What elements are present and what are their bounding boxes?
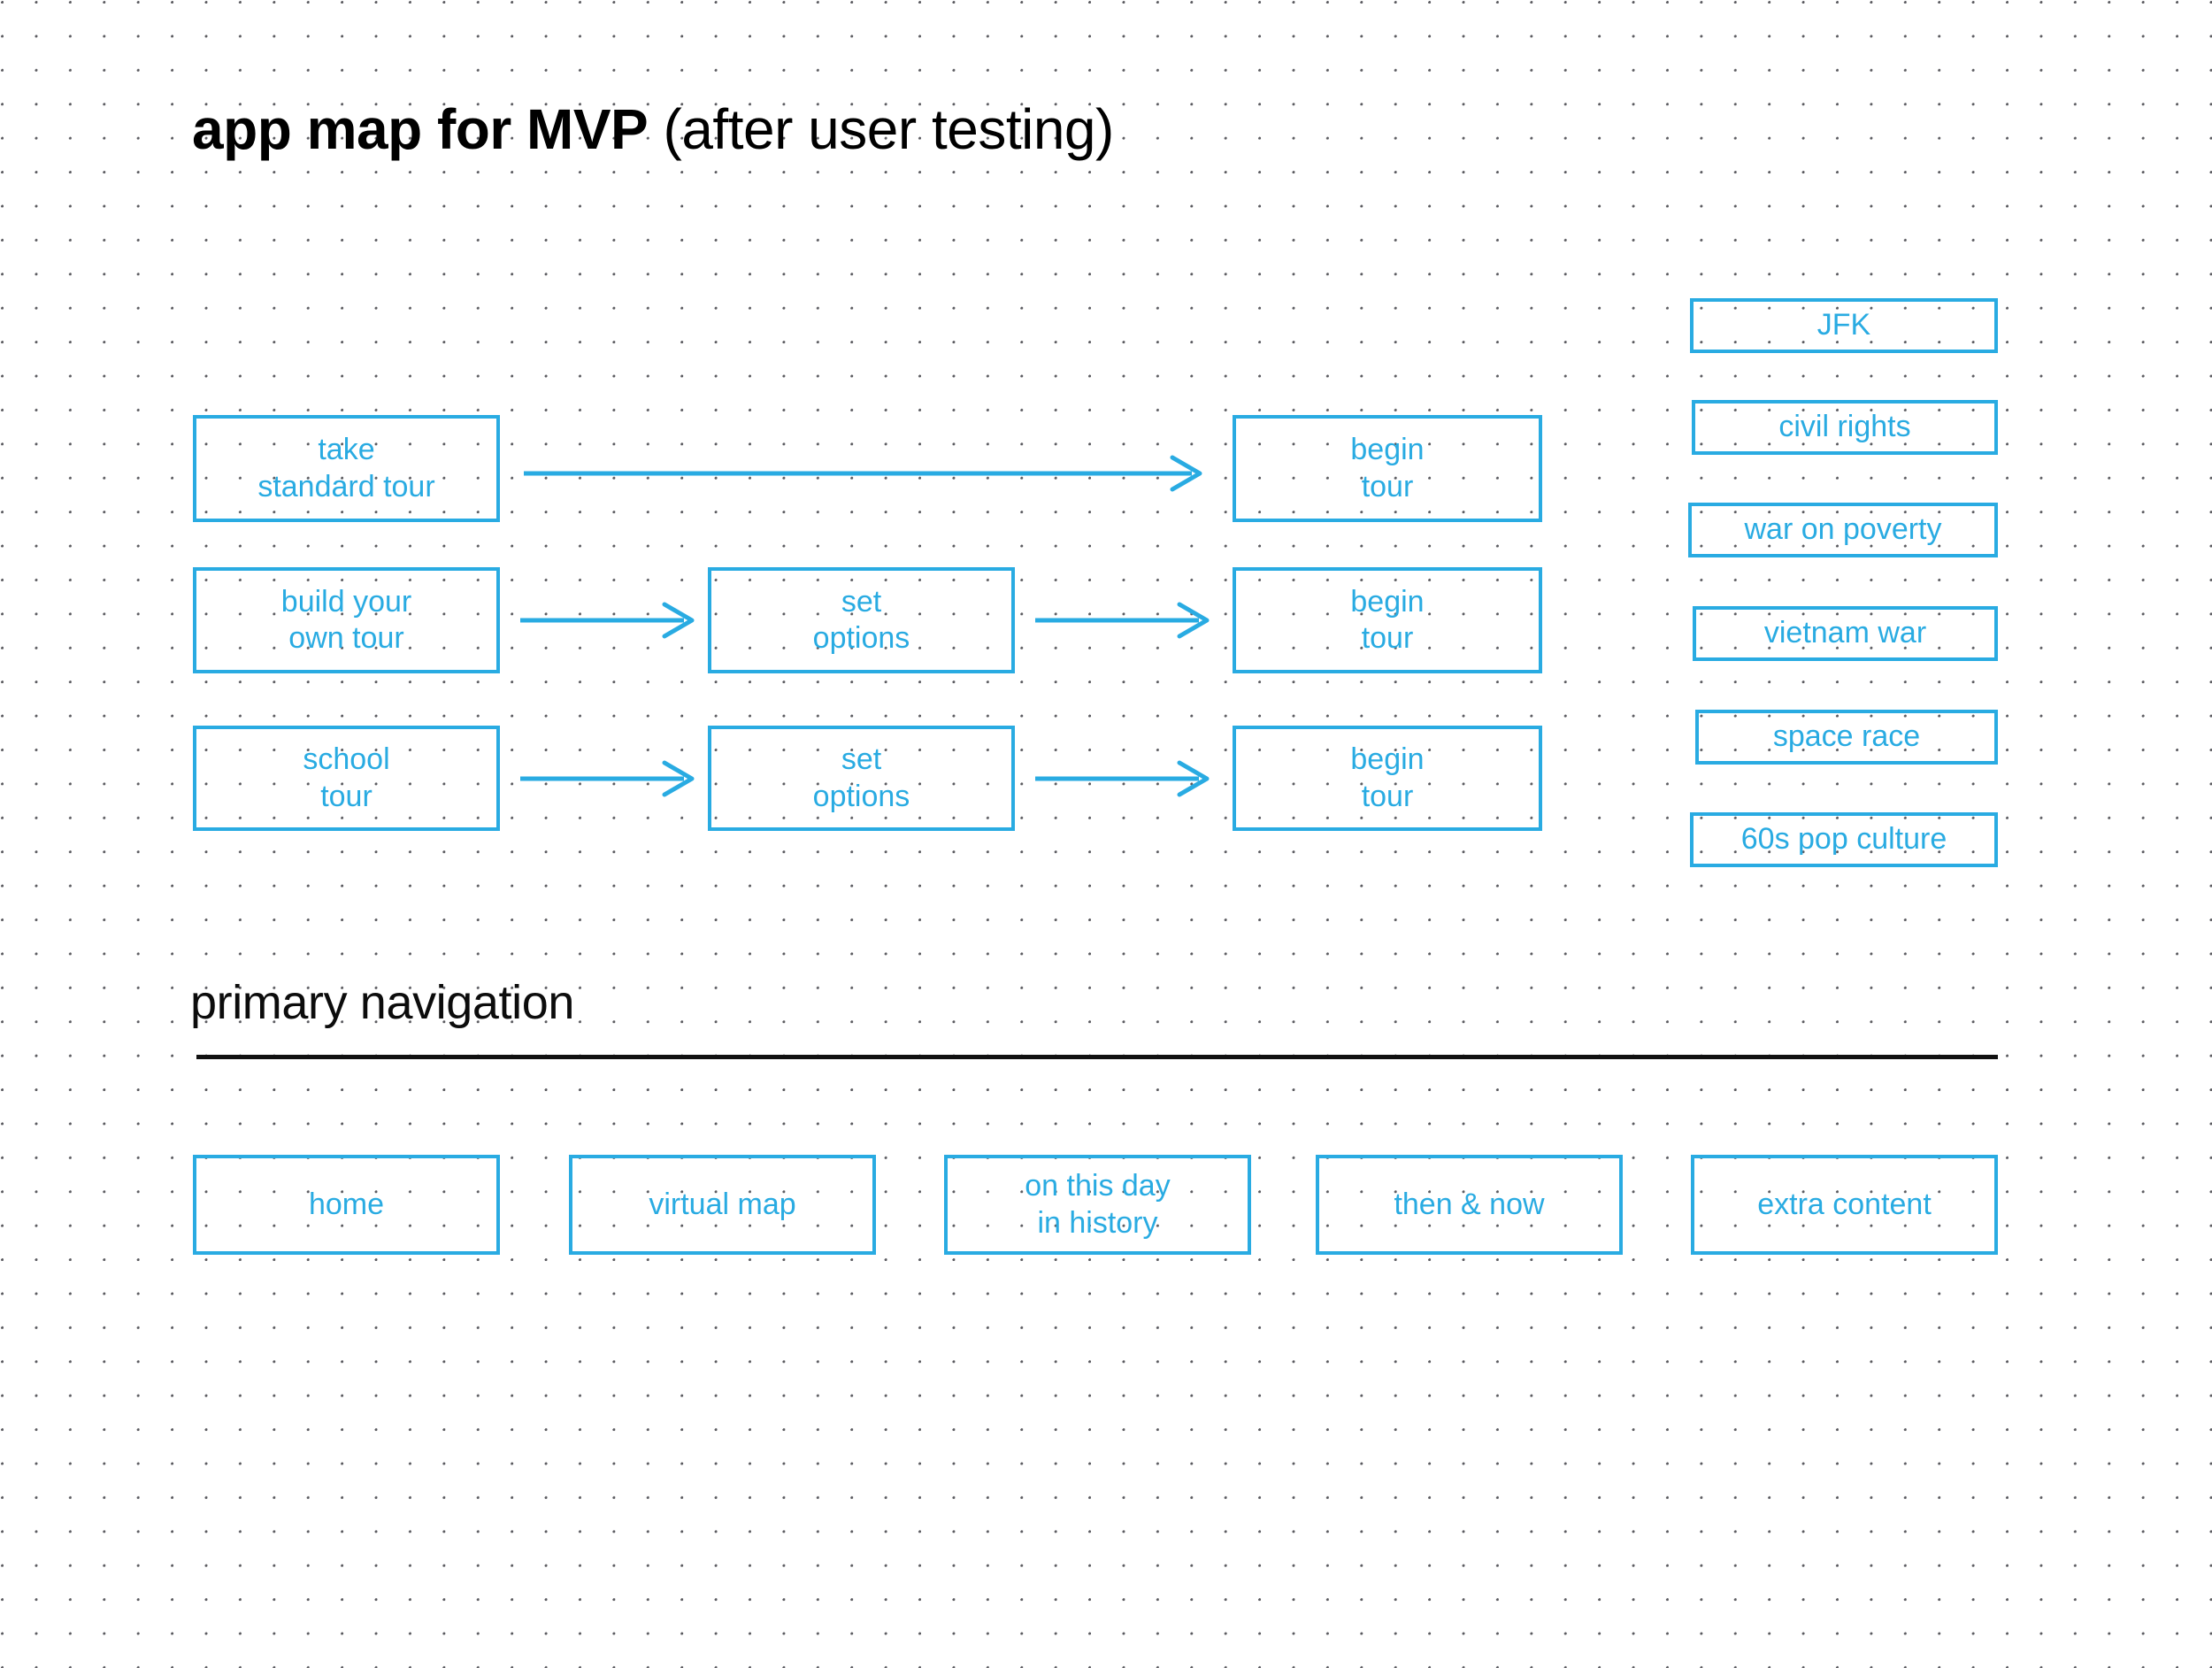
- page-title-light: (after user testing): [663, 97, 1115, 161]
- nav-item-on-this-day-in-history[interactable]: on this day in history: [944, 1155, 1251, 1255]
- topic-box-vietnam-war[interactable]: vietnam war: [1693, 606, 1998, 661]
- flow-start-box-1[interactable]: take standard tour: [193, 415, 500, 522]
- topic-box-war-on-poverty[interactable]: war on poverty: [1688, 503, 1998, 557]
- topic-box-civil-rights[interactable]: civil rights: [1692, 400, 1998, 455]
- topic-box-space-race[interactable]: space race: [1695, 710, 1998, 765]
- nav-item-then-and-now[interactable]: then & now: [1316, 1155, 1623, 1255]
- flow-end-box-3[interactable]: begin tour: [1233, 726, 1542, 831]
- page-title: app map for MVP (after user testing): [192, 101, 1114, 158]
- nav-item-extra-content[interactable]: extra content: [1691, 1155, 1998, 1255]
- primary-navigation-heading: primary navigation: [190, 976, 575, 1029]
- flow-end-box-2[interactable]: begin tour: [1233, 567, 1542, 673]
- flow-start-box-2[interactable]: build your own tour: [193, 567, 500, 673]
- nav-item-home[interactable]: home: [193, 1155, 500, 1255]
- flow-start-box-3[interactable]: school tour: [193, 726, 500, 831]
- topic-box-60s-pop-culture[interactable]: 60s pop culture: [1690, 812, 1998, 867]
- flow-middle-box-2[interactable]: set options: [708, 567, 1015, 673]
- flow-middle-box-3[interactable]: set options: [708, 726, 1015, 831]
- nav-item-virtual-map[interactable]: virtual map: [569, 1155, 876, 1255]
- topic-box-jfk[interactable]: JFK: [1690, 298, 1998, 353]
- flow-arrow-3a: [520, 760, 697, 797]
- flow-arrow-2b: [1035, 602, 1212, 639]
- primary-navigation-divider: [196, 1055, 1998, 1059]
- flow-arrow-3b: [1035, 760, 1212, 797]
- flow-arrow-2a: [520, 602, 697, 639]
- flow-end-box-1[interactable]: begin tour: [1233, 415, 1542, 522]
- page-title-strong: app map for MVP: [192, 97, 649, 161]
- flow-arrow-1-long: [524, 455, 1205, 492]
